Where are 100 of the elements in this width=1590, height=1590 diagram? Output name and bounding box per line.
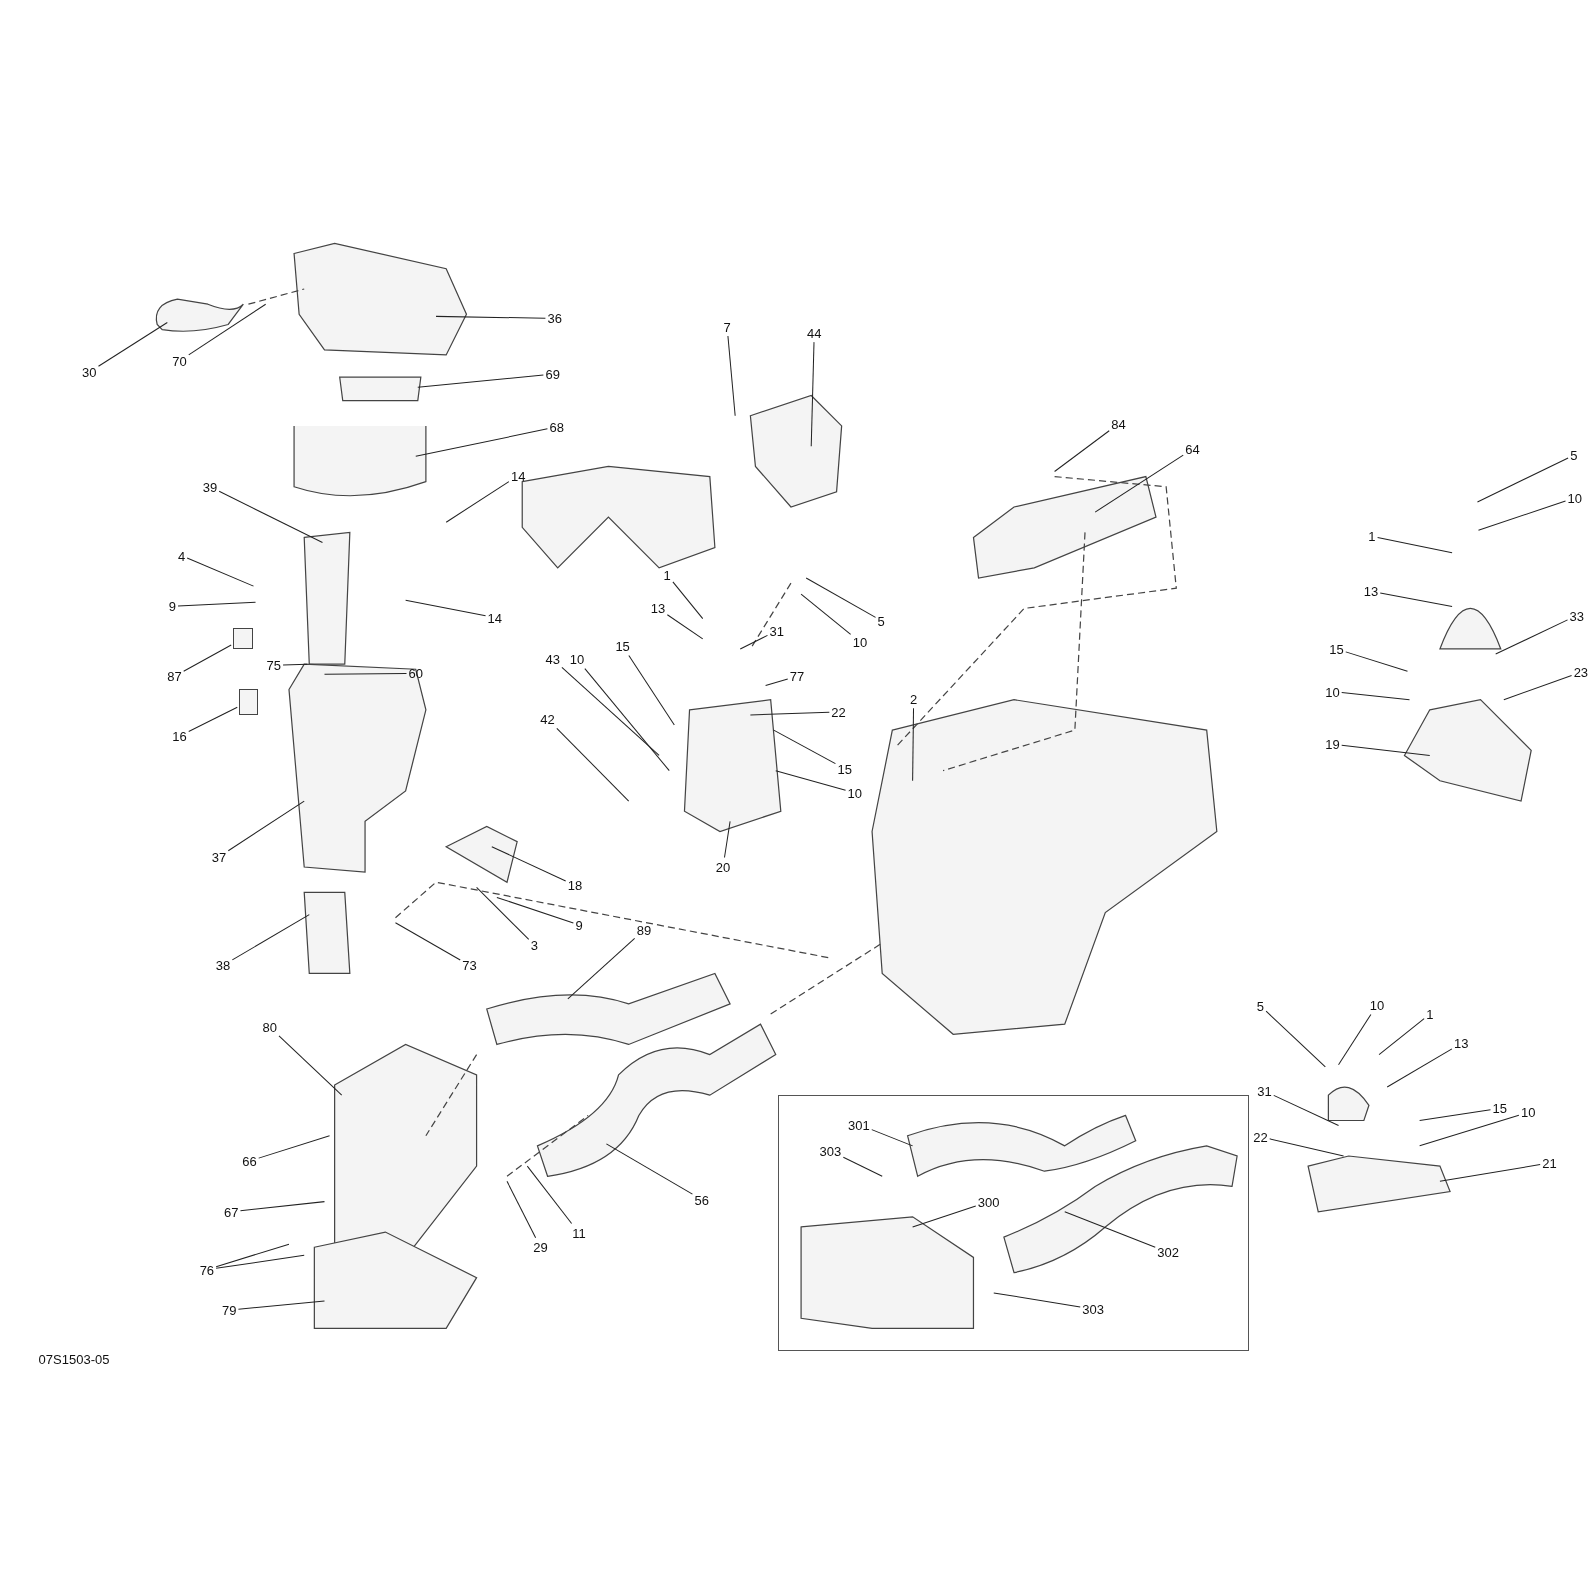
leader-line [912,1205,977,1228]
leader-line [842,1156,883,1177]
leader-line [1419,1114,1520,1147]
drawing-number: 07S1503-05 [38,1351,110,1367]
leader-line [775,770,847,791]
leader-line [258,1135,331,1159]
callout-number: 60 [408,665,423,681]
callout-number: 56 [694,1192,709,1208]
callout-number: 18 [567,877,583,893]
leader-line [239,1201,325,1212]
callout-number: 84 [1111,416,1126,432]
leader-line [567,937,636,1000]
leader-line [800,593,852,635]
callout-number: 69 [545,366,560,382]
callout-number: 303 [1082,1301,1104,1317]
callout-number: 76 [199,1262,215,1278]
leader-line [177,601,257,607]
callout-number: 10 [1369,997,1385,1013]
leader-line [1054,430,1110,473]
callout-number: 75 [266,657,281,673]
callout-number: 16 [172,728,187,744]
callout-number: 77 [789,668,805,684]
callout-number: 38 [215,957,231,973]
callout-number: 15 [1329,641,1344,657]
callout-number: 10 [852,634,868,650]
leader-line [1265,1010,1326,1068]
callout-number: 22 [1253,1129,1268,1145]
leader-line [666,614,704,640]
leader-line [496,896,574,924]
callout-number: 31 [1257,1083,1272,1099]
leader-line [1503,675,1573,701]
clip-part [239,688,258,715]
leader-line [765,678,789,686]
leader-line [912,707,915,782]
leader-line [476,886,530,940]
callout-number: 10 [1567,490,1582,506]
callout-number: 68 [549,419,564,435]
leader-line [1064,1211,1156,1248]
callout-number: 15 [1492,1100,1507,1116]
leader-line [1345,651,1408,672]
callout-number: 5 [1256,998,1265,1014]
callout-number: 22 [831,704,846,720]
leader-line [394,922,461,961]
callout-number: 5 [1570,447,1578,463]
leader-line [491,846,567,882]
leader-line [1341,692,1410,701]
leader-line [739,634,768,650]
leader-line [1094,454,1184,513]
leader-line [1386,1048,1453,1088]
leader-line [415,428,548,457]
callout-number: 10 [1520,1104,1536,1120]
callout-number: 10 [569,651,585,667]
leader-line [805,577,877,618]
leader-line [810,341,815,447]
leader-line [1377,537,1453,554]
callout-number: 4 [177,548,186,564]
leader-line [1378,1018,1425,1056]
callout-number: 15 [837,761,852,777]
callout-number: 10 [847,785,863,801]
leader-line [186,557,254,587]
callout-number: 43 [545,651,560,667]
leader-line [672,581,704,620]
leader-line [556,727,630,802]
callout-number: 13 [1363,583,1379,599]
callout-number: 3 [530,937,538,953]
callout-number: 14 [510,468,526,484]
callout-number: 13 [650,600,666,616]
leader-line [435,315,546,319]
leader-line [506,1180,537,1239]
callout-number: 11 [572,1225,586,1241]
callout-number: 20 [715,859,731,875]
leader-line [282,663,308,666]
callout-number: 79 [221,1302,237,1318]
leader-line [215,1243,290,1268]
callout-number: 31 [769,623,784,639]
leader-line [605,1143,693,1195]
leader-line [773,729,836,765]
leader-line [278,1035,343,1096]
leader-line [188,303,267,356]
leader-line [227,800,305,852]
leader-line [417,374,544,388]
callout-number: 303 [819,1143,842,1159]
callout-number: 67 [223,1204,239,1220]
callout-number: 80 [262,1019,277,1035]
leader-line [231,914,310,961]
callout-number: 7 [723,319,731,334]
callout-number: 1 [1426,1006,1434,1022]
callout-number: 39 [202,479,218,495]
callout-number: 89 [636,922,652,938]
callout-number: 300 [977,1194,1000,1210]
callout-number: 19 [1325,736,1340,752]
leader-line [993,1292,1081,1308]
callout-number: 42 [540,711,555,727]
callout-number: 70 [172,353,187,369]
callout-number: 15 [615,638,630,654]
leader-line [1419,1109,1491,1121]
callout-number: 1 [1368,528,1376,544]
leader-line [871,1129,914,1147]
callout-number: 1 [663,567,671,583]
leader-line [324,672,407,675]
